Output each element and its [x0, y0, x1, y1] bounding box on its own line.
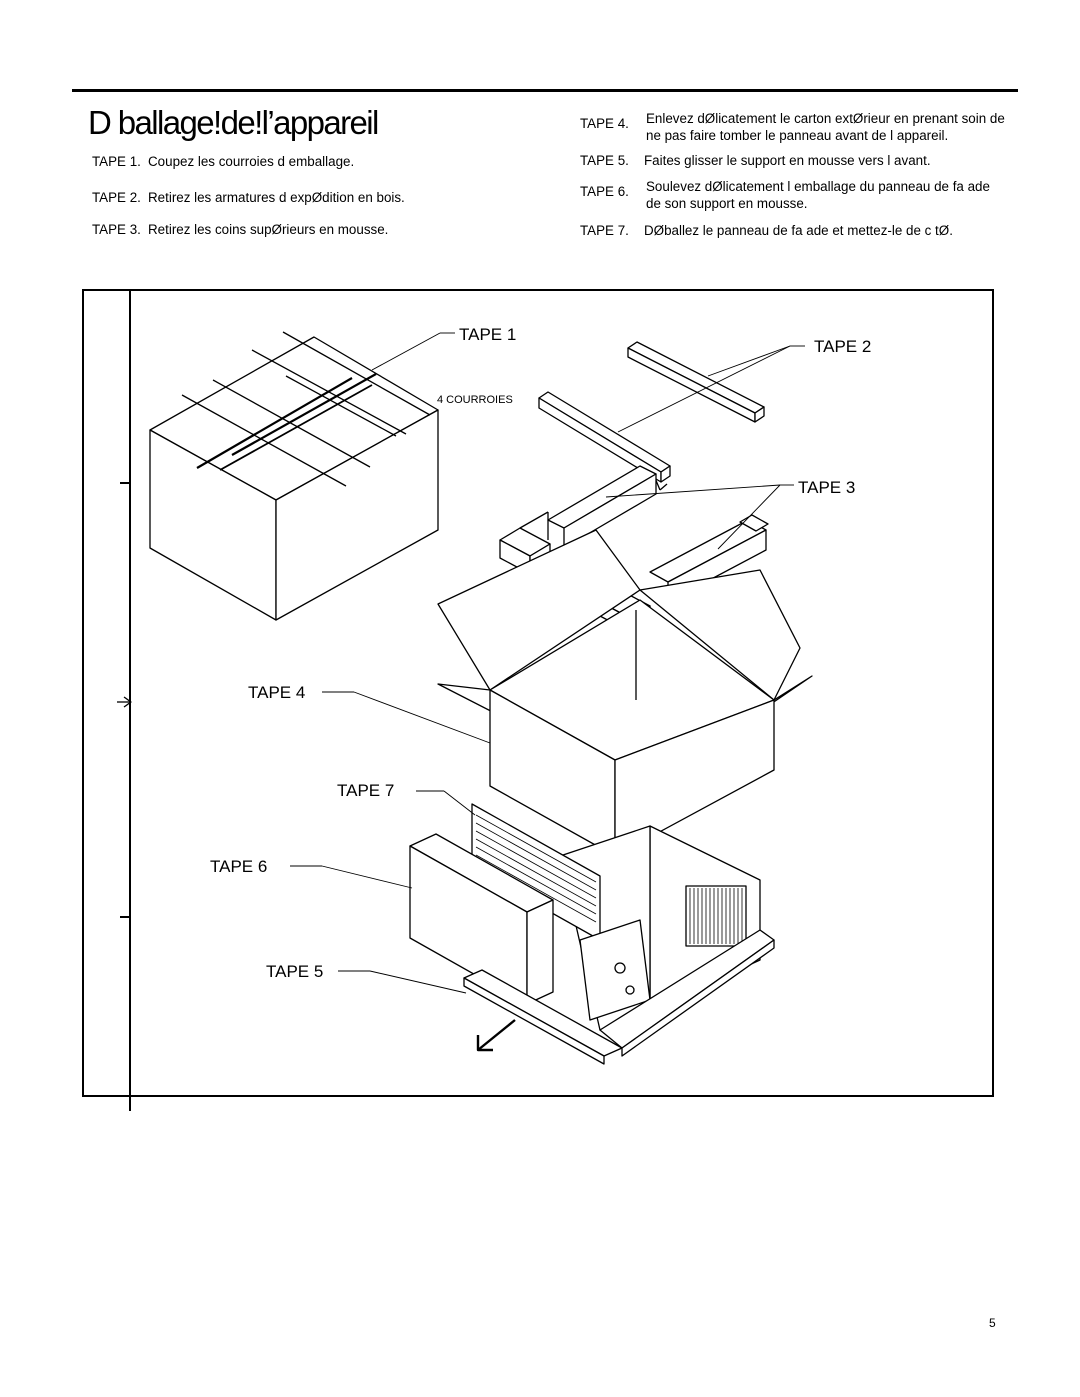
step-5: TAPE 5. Faites glisser le support en mous… [580, 153, 931, 169]
margin-arrow-icon [117, 696, 132, 708]
step-5-text: Faites glisser le support en mousse vers… [644, 153, 931, 168]
callout-tape-4: TAPE 4 [248, 683, 306, 702]
page-title: D ballage!de!l’appareil [88, 104, 379, 141]
open-carton [437, 529, 813, 857]
step-2-text: Retirez les armatures d expØdition en bo… [148, 190, 405, 205]
callout-tape-5: TAPE 5 [266, 962, 324, 981]
step-3-text: Retirez les coins supØrieurs en mousse. [148, 222, 389, 237]
diagram-frame [82, 289, 994, 1097]
callout-tape-1: TAPE 1 [459, 325, 517, 344]
callout-tape-2: TAPE 2 [814, 337, 872, 356]
step-3: TAPE 3. Retirez les coins supØrieurs en m… [92, 222, 388, 238]
step-5-label: TAPE 5. [580, 153, 629, 168]
step-2: TAPE 2. Retirez les armatures d expØditio… [92, 190, 405, 206]
slide-arrow-icon [476, 1019, 516, 1052]
step-2-label: TAPE 2. [92, 190, 141, 205]
step-6-line2: de son support en mousse. [646, 196, 808, 211]
step-6-label: TAPE 6. [580, 184, 629, 199]
step-7-text: DØballez le panneau de fa ade et mettez-… [644, 223, 953, 238]
front-panel-box [409, 833, 554, 1005]
step-1-text: Coupez les courroies d emballage. [148, 154, 355, 169]
step-3-label: TAPE 3. [92, 222, 141, 237]
step-6: TAPE 6. Soulevez dØlicatement l emballage… [580, 178, 990, 212]
step-4: TAPE 4. Enlevez dØlicatement le carton ex… [580, 110, 1005, 144]
closed-carton [149, 331, 439, 621]
step-7: TAPE 7. DØballez le panneau de fa ade et … [580, 223, 953, 239]
step-6-line1: Soulevez dØlicatement l emballage du pan… [646, 179, 990, 194]
header-rule [72, 89, 1018, 92]
callout-tape-3: TAPE 3 [798, 478, 856, 497]
foam-base [463, 929, 775, 1065]
wood-brace-2 [538, 391, 671, 491]
ac-unit [471, 803, 761, 1031]
step-1: TAPE 1. Coupez les courroies d emballage. [92, 154, 354, 170]
page-number: 5 [989, 1316, 996, 1330]
margin-tick [120, 916, 129, 918]
step-1-label: TAPE 1. [92, 154, 141, 169]
step-7-label: TAPE 7. [580, 223, 629, 238]
callout-courroies: 4 COURROIES [437, 394, 513, 406]
wood-brace-1 [627, 341, 765, 423]
callout-tape-7: TAPE 7 [337, 781, 395, 800]
callout-tape-6: TAPE 6 [210, 857, 268, 876]
step-4-line2: ne pas faire tomber le panneau avant de … [646, 128, 949, 143]
step-4-line1: Enlevez dØlicatement le carton extØrieur… [646, 111, 1005, 126]
step-4-label: TAPE 4. [580, 116, 629, 131]
margin-tick [120, 482, 129, 484]
